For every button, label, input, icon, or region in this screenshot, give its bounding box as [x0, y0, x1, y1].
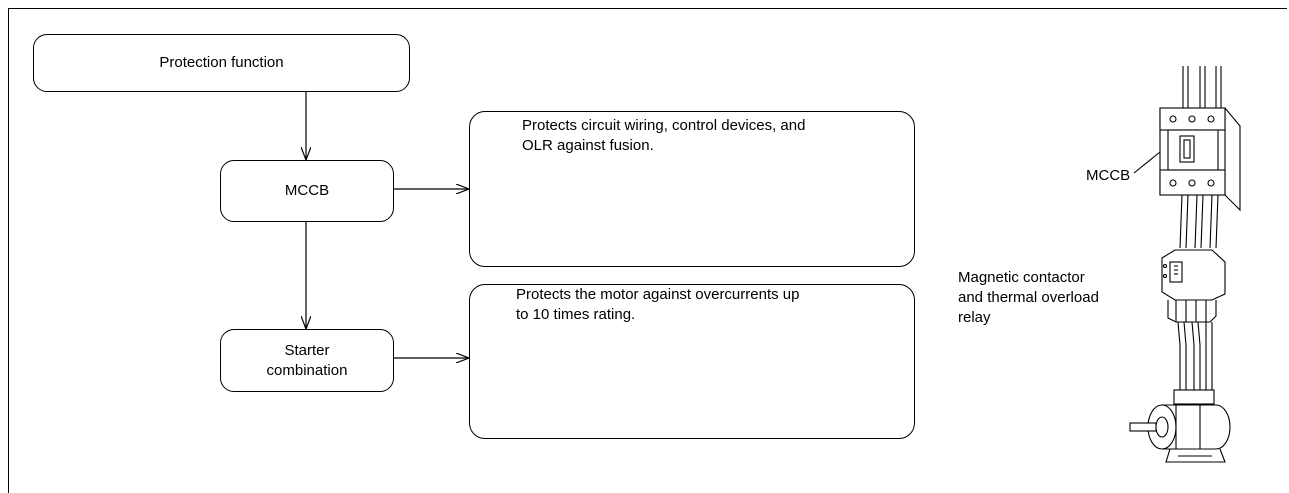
mccb-box: MCCB: [220, 160, 394, 222]
frame-left-border: [8, 8, 9, 493]
mccb-desc-line2: OLR against fusion.: [522, 137, 654, 154]
frame-top-border: [8, 8, 1287, 9]
motor-icon: [1129, 389, 1231, 463]
starter-description-box: Protects the motor against overcurrents …: [469, 284, 915, 439]
mccb-callout-label: MCCB: [1086, 167, 1131, 184]
protection-function-label: Protection function: [159, 54, 284, 71]
mccb-desc-line1: Protects circuit wiring, control devices…: [522, 117, 806, 134]
contactor-label-line1: Magnetic contactor: [958, 269, 1085, 286]
mccb-device-icon: [1133, 107, 1241, 212]
contactor-relay-label: Magnetic contactor and thermal overload …: [958, 268, 1099, 328]
starter-combination-box: Starter combination: [220, 329, 394, 392]
contactor-relay-icon: [1161, 249, 1226, 323]
starter-label-line1: Starter: [284, 341, 330, 359]
protection-function-box: Protection function: [33, 34, 410, 92]
contactor-to-motor-wires: [1177, 321, 1213, 390]
starter-desc-line1: Protects the motor against overcurrents …: [516, 286, 800, 303]
starter-label-line2: combination: [266, 361, 348, 379]
supply-wires: [1182, 66, 1222, 108]
mccb-description-box: Protects circuit wiring, control devices…: [469, 111, 915, 267]
starter-desc-line2: to 10 times rating.: [516, 306, 636, 323]
mccb-to-contactor-wires: [1179, 194, 1219, 249]
mccb-label: MCCB: [284, 182, 330, 199]
contactor-label-line3: relay: [958, 309, 991, 326]
contactor-label-line2: and thermal overload: [958, 289, 1099, 306]
